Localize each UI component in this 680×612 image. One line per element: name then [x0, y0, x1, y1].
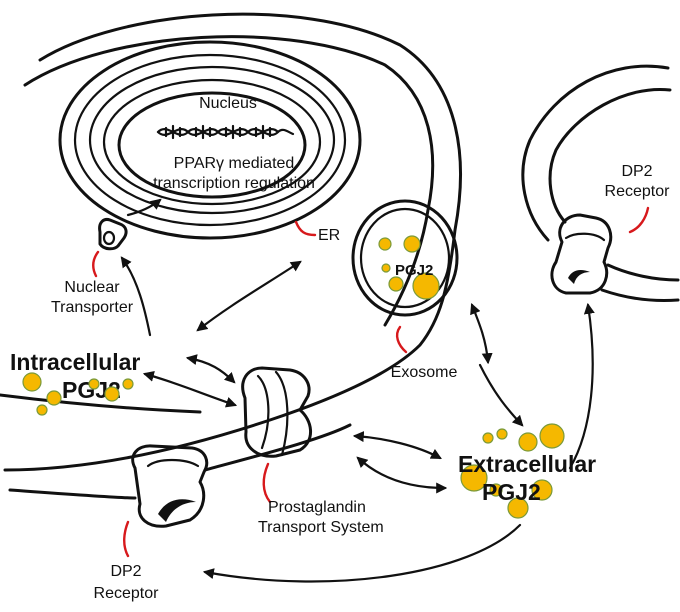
- dp2-right-leader-line: [628, 206, 650, 234]
- nuclear-transporter-icon: [98, 218, 128, 251]
- arrow-intracellular-transporter-lower: [142, 370, 238, 408]
- pgj2-molecule-icon: [482, 432, 494, 444]
- dp2-receptor-icon: [550, 213, 613, 295]
- er-label: ER: [318, 227, 340, 244]
- dp2-right-label-line1: DP2: [621, 163, 652, 180]
- pgj2-molecule-icon: [531, 479, 553, 501]
- pgj2-molecule-icon: [46, 390, 62, 406]
- pgj2-molecule-icon: [381, 263, 391, 273]
- pgj2-molecule-icon: [496, 428, 508, 440]
- intracellular-pgj2-molecules: [22, 372, 134, 416]
- pgj2-molecule-icon: [489, 483, 503, 497]
- nuclear-transporter-label-line2: Transporter: [51, 299, 134, 316]
- arrow-extracellular-to-dp2-bottom: [202, 523, 522, 583]
- nucleus-label: Nucleus: [199, 95, 257, 112]
- prostaglandin-leader-line: [262, 462, 272, 504]
- dp2-receptor-icon: [131, 444, 209, 528]
- dp2-right-label-line2: Receptor: [605, 183, 671, 200]
- ppar-label-line1: PPARγ mediated: [174, 155, 295, 172]
- arrow-extracellular-to-dp2-right: [568, 302, 595, 470]
- dp2-bottom-leader-line: [123, 520, 130, 558]
- pgj2-molecule-icon: [388, 276, 404, 292]
- dp2-bottom-label-line2: Receptor: [94, 585, 160, 602]
- arrow-intracellular-er: [196, 260, 302, 332]
- dp2-bottom-label-line1: DP2: [110, 563, 141, 580]
- arrow-transporter-extracellular-lower: [356, 456, 448, 494]
- pgj2-molecule-icon: [539, 423, 565, 449]
- exosome: [351, 199, 459, 317]
- pgj2-molecule-icon: [122, 378, 134, 390]
- pgj2-molecule-icon: [507, 497, 529, 519]
- ppar-label-line2: transcription regulation: [153, 175, 315, 192]
- right-cell-membrane: [521, 64, 680, 302]
- pgj2-molecule-icon: [378, 237, 392, 251]
- arrow-intracellular-to-nuclear-transporter: [120, 256, 152, 337]
- pgj2-molecule-icon: [88, 378, 100, 390]
- nuclear-transporter-leader-line: [92, 250, 100, 278]
- nucleus-envelope: [117, 91, 307, 199]
- prostaglandin-label-line2: Transport System: [258, 519, 384, 536]
- extracellular-label-line2: PGJ2: [482, 479, 541, 505]
- transport-to-nucleus-arrow: [126, 198, 162, 217]
- pgj2-molecule-icon: [403, 235, 421, 253]
- dna-helix-icon: [156, 124, 295, 140]
- exosome-pgj2-molecules: [378, 235, 440, 300]
- nuclear-transporter-label-line1: Nuclear: [64, 279, 120, 296]
- exosome-pgj2-label: PGJ2: [395, 262, 433, 279]
- prostaglandin-label-line1: Prostaglandin: [268, 499, 366, 516]
- extracellular-pgj2-molecules: [460, 423, 565, 519]
- pgj2-molecule-icon: [104, 386, 120, 402]
- pgj2-molecule-icon: [412, 272, 440, 300]
- exosome-label: Exosome: [391, 364, 458, 381]
- pgj2-molecule-icon: [518, 432, 538, 452]
- prostaglandin-transporter-icon: [241, 366, 312, 458]
- arrow-exosome-extracellular-lower: [478, 363, 524, 427]
- arrow-exosome-extracellular-upper: [470, 302, 493, 365]
- exosome-leader-line: [395, 325, 408, 354]
- endoplasmic-reticulum: [58, 40, 362, 240]
- arrow-intracellular-transporter-upper: [185, 354, 236, 384]
- intracellular-label-line1: Intracellular: [10, 349, 140, 375]
- pgj2-molecule-icon: [22, 372, 42, 392]
- pgj2-molecule-icon: [36, 404, 48, 416]
- pgj2-molecule-icon: [460, 464, 488, 492]
- arrow-transporter-extracellular-upper: [352, 431, 442, 460]
- er-leader-line: [294, 220, 317, 237]
- cell-membrane: [0, 12, 462, 500]
- pathway-arrows: [120, 256, 595, 583]
